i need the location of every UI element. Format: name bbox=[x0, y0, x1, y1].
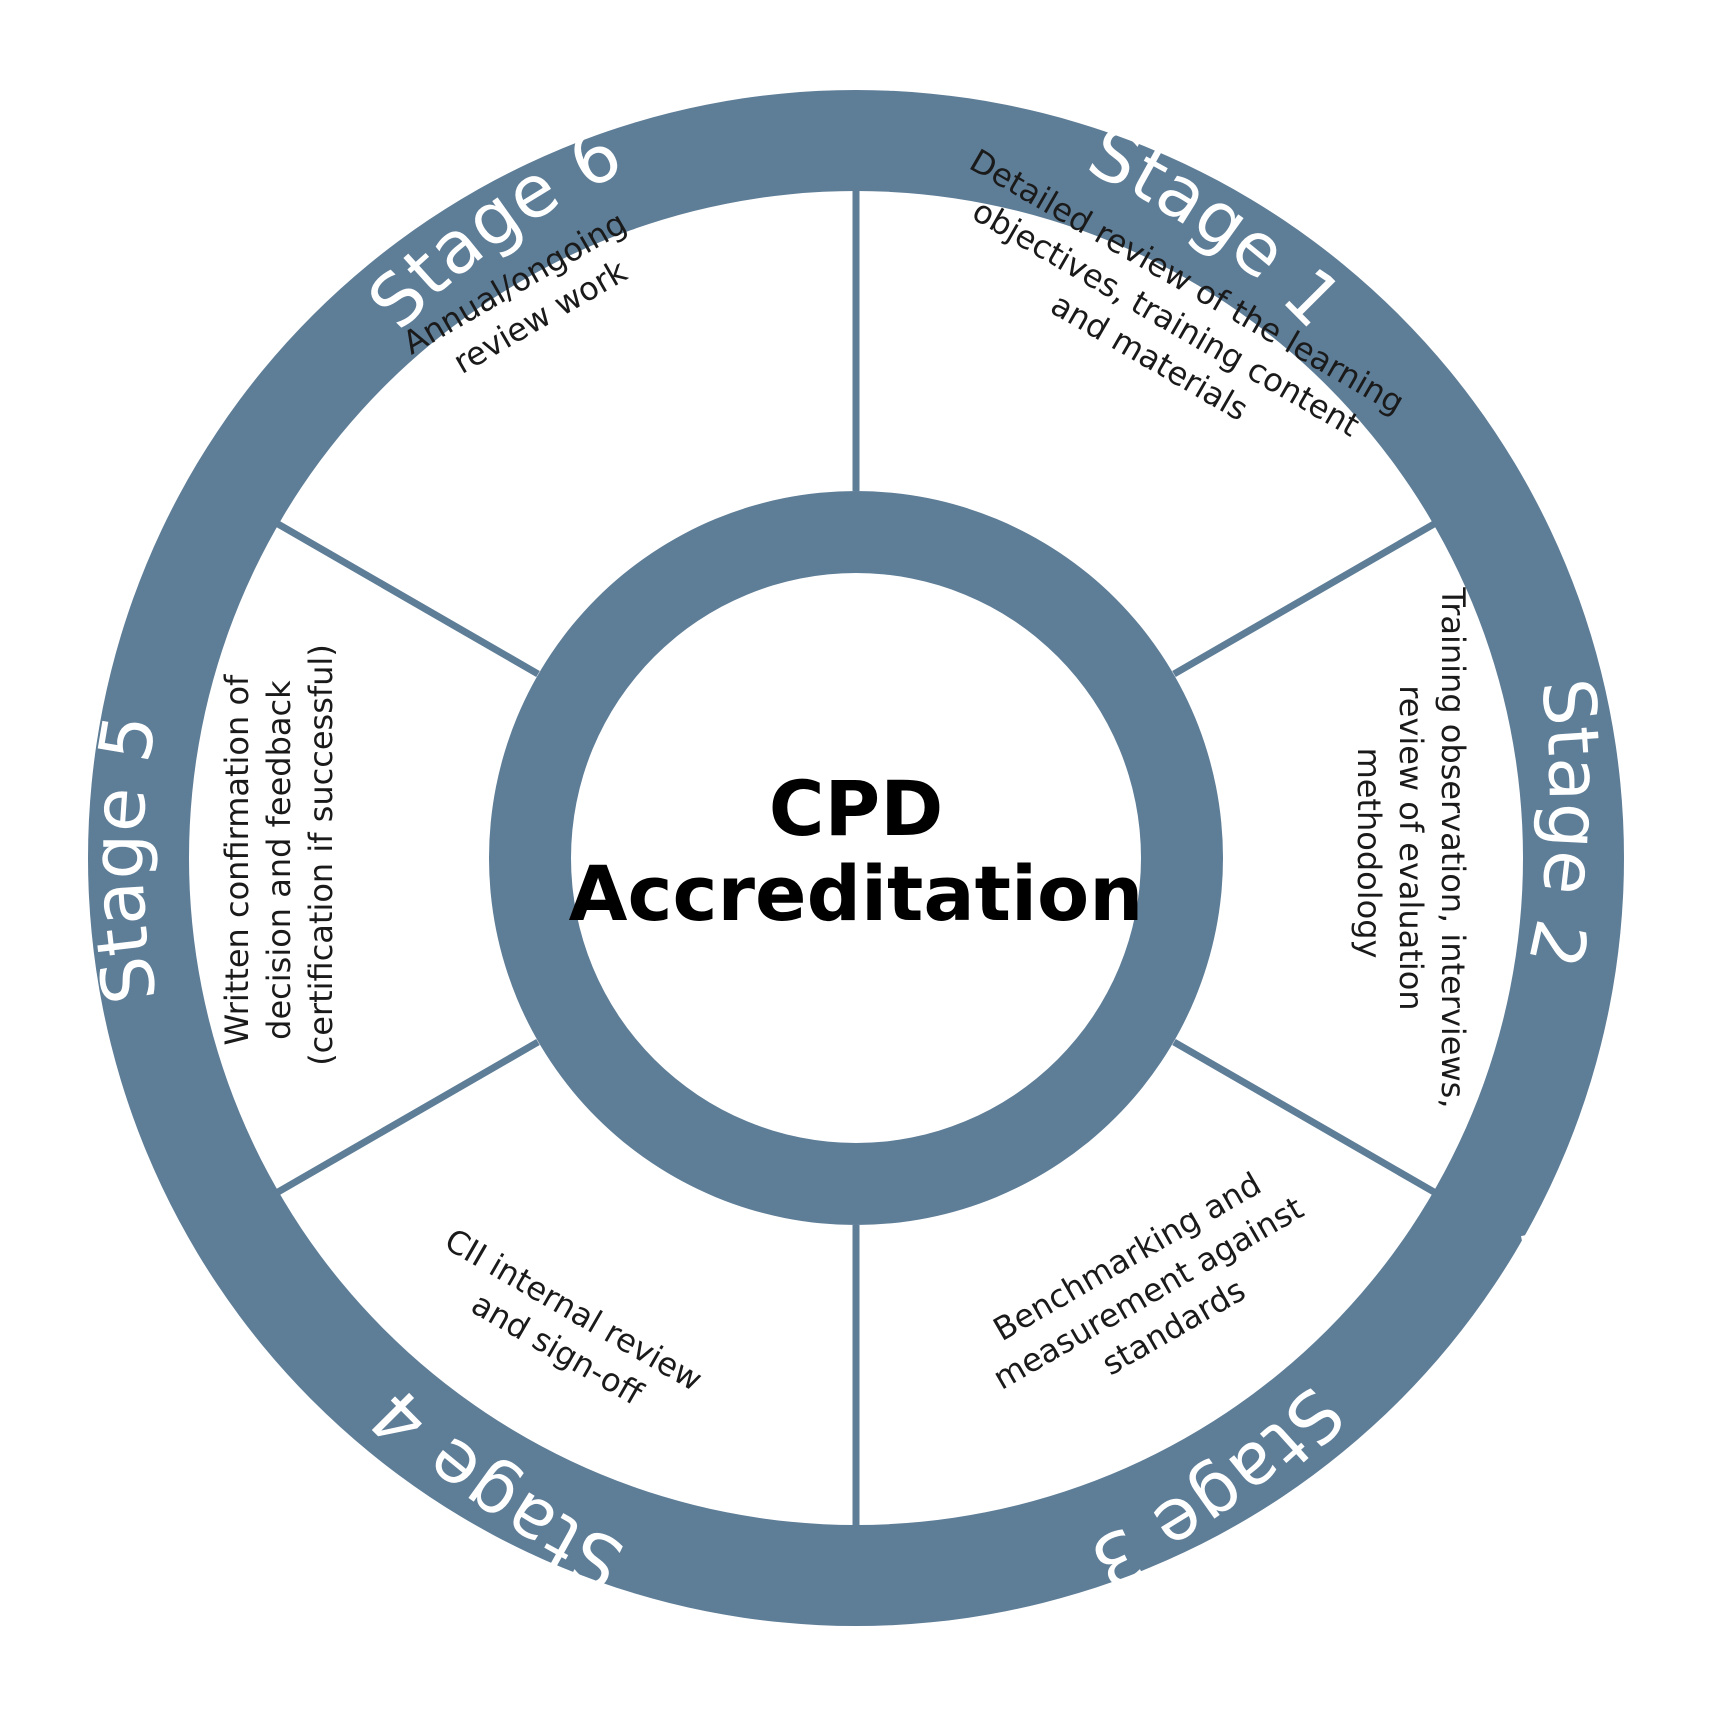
spoke-lower-right bbox=[1172, 1038, 1436, 1196]
arrow-chevron-upper-right-icon bbox=[1524, 430, 1599, 488]
stage-2-desc-line: Training observation, interviews, bbox=[1434, 586, 1472, 1108]
spoke-lower-left bbox=[276, 1038, 540, 1196]
stage-5-description: Written confirmation of decision and fee… bbox=[218, 644, 340, 1066]
spoke-upper-left bbox=[276, 520, 540, 678]
arrow-chevron-bottom-icon bbox=[816, 1629, 864, 1713]
arrow-chevron-lower-right-icon bbox=[1521, 1225, 1594, 1283]
spoke-upper-right bbox=[1172, 520, 1436, 678]
stage-label-5: Stage 5 bbox=[76, 706, 174, 1009]
center-title-line-1: CPD bbox=[769, 764, 944, 853]
stage-2-description: Training observation, interviews, review… bbox=[1350, 586, 1472, 1118]
svg-text:Training observation, intervie: Training observation, interviews, review… bbox=[1350, 586, 1472, 1118]
svg-text:Written confirmation of: Written confirmation of decision and fee… bbox=[218, 644, 340, 1066]
stage-2-desc-line: review of evaluation bbox=[1392, 685, 1430, 1010]
arrow-chevron-top-icon bbox=[859, 1, 907, 89]
center-hub bbox=[571, 573, 1141, 1143]
stage-5-desc-line: decision and feedback bbox=[260, 680, 298, 1040]
divider-spokes bbox=[276, 191, 1436, 1525]
ring-arrows bbox=[113, 1, 1599, 1713]
center-title-line-2: Accreditation bbox=[569, 849, 1144, 938]
arrow-chevron-lower-left-icon bbox=[113, 1227, 188, 1285]
arrow-chevron-upper-left-icon bbox=[124, 408, 197, 466]
stage-5-desc-line: (certification if successful) bbox=[302, 644, 340, 1066]
stage-2-desc-line: methodology bbox=[1350, 748, 1388, 959]
stage-5-desc-line: Written confirmation of bbox=[218, 674, 256, 1046]
